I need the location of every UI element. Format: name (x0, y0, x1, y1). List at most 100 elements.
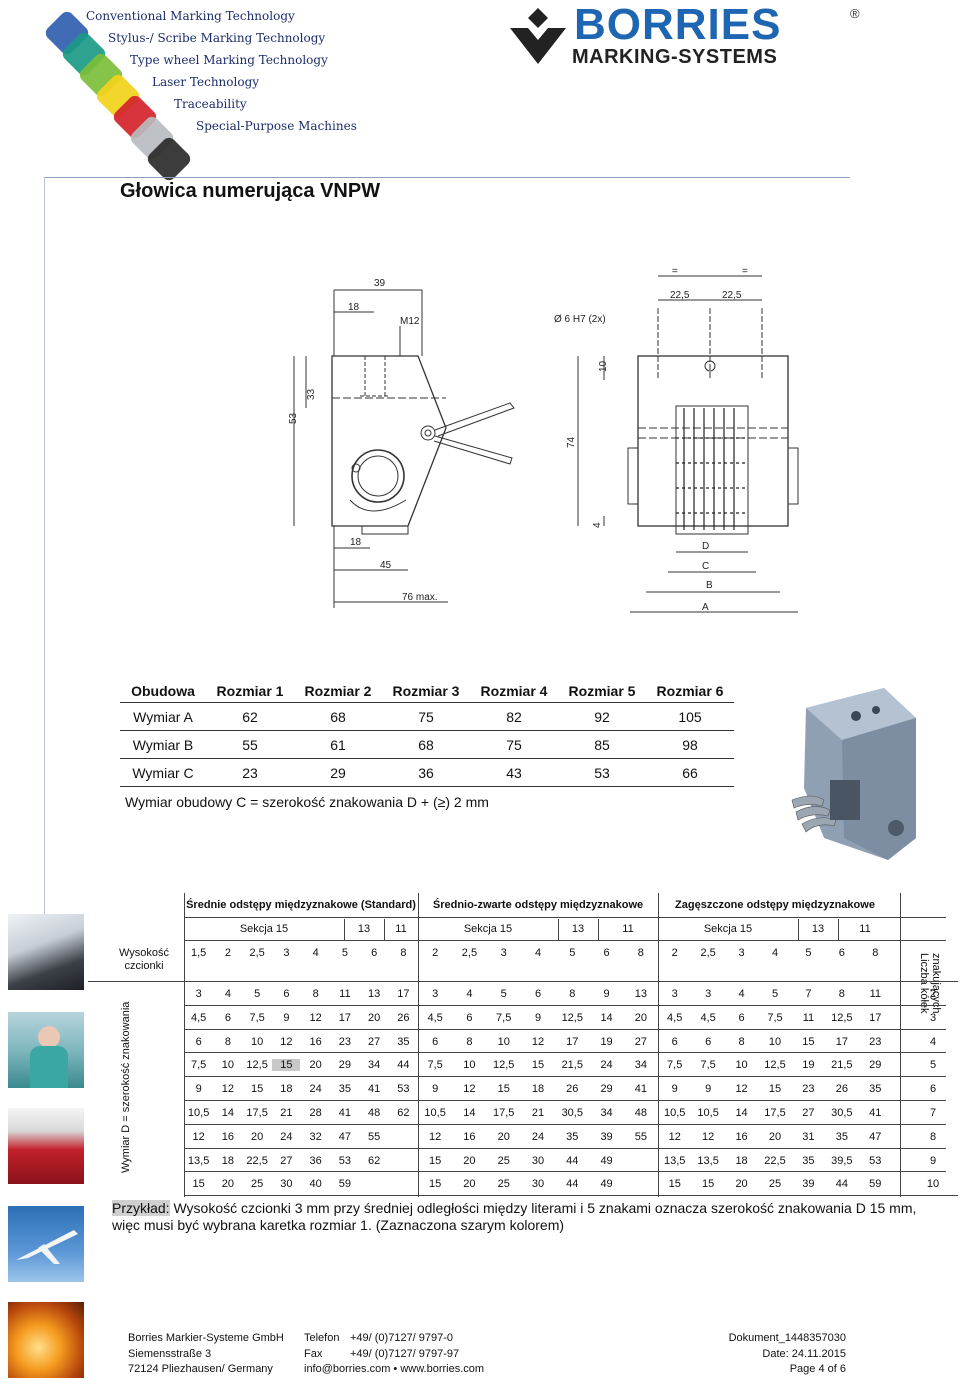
example-text: Wysokość czcionki 3 mm przy średniej odl… (112, 1200, 917, 1233)
table-cell: 41 (869, 1107, 882, 1119)
table-cell: 20 (634, 1011, 647, 1024)
table-cell: 10 (463, 1059, 476, 1072)
table-cell: 20 (368, 1011, 381, 1024)
table-cell: 10,5 (187, 1107, 210, 1119)
table-cell: 6 (195, 1035, 202, 1048)
table-cell: 16 (221, 1130, 234, 1143)
table-divider (184, 1147, 946, 1149)
dim-m12: M12 (400, 316, 420, 327)
product-render (791, 688, 916, 860)
table-cell: 55 (368, 1130, 381, 1143)
table-cell: 10 (221, 1059, 234, 1072)
dim-C: C (702, 561, 709, 572)
font-height-cell: 6 (371, 947, 378, 959)
table-cell: 20 (768, 1130, 782, 1143)
table-cell: 12 (668, 1130, 681, 1143)
table-cell: 27 (634, 1035, 647, 1048)
section-label: 11 (622, 923, 634, 935)
table-cell: 26 (397, 1011, 410, 1024)
font-height-cell: 5 (341, 947, 348, 959)
section-label: 13 (571, 923, 585, 935)
font-height-cell: 8 (400, 947, 407, 959)
table-cell: 15 (497, 1083, 510, 1096)
table-cell: 34 (368, 1059, 381, 1072)
wheel-count-cell: 10 (926, 1178, 940, 1191)
table-cell: 8 (569, 988, 576, 1000)
left-header-label: Wymiar D = szerokość znakowania (120, 1001, 132, 1173)
dimensions-table-header: Rozmiar 4 (470, 680, 558, 703)
table-cell: 53 (338, 1154, 351, 1167)
table-cell: 7 (805, 988, 812, 1000)
font-height-cell: 2 (671, 947, 678, 959)
table-divider (598, 919, 599, 941)
table-cell: 98 (646, 730, 734, 759)
dim-76: 76 max. (402, 592, 438, 603)
table-cell: 30 (280, 1178, 293, 1191)
table-cell: 16 (463, 1130, 476, 1143)
table-cell: 13,5 (187, 1154, 210, 1167)
dimensions-table-header: Rozmiar 5 (558, 680, 646, 703)
technology-item: Conventional Marking Technology (86, 9, 295, 23)
section-label: Sekcja 15 (239, 923, 289, 935)
side-view-labels: 39 18 M12 53 33 18 45 76 max. (288, 278, 438, 603)
table-cell: 3 (432, 988, 439, 1000)
table-cell: 29 (869, 1059, 882, 1072)
font-height-cell: 8 (637, 947, 644, 959)
table-cell: 53 (869, 1154, 882, 1167)
table-cell: 41 (338, 1107, 351, 1119)
table-cell: 27 (280, 1154, 293, 1167)
table-cell: 62 (397, 1107, 410, 1119)
dimensions-table-header: Rozmiar 3 (382, 680, 470, 703)
dim-4: 4 (592, 522, 603, 528)
table-cell: 21,5 (831, 1059, 853, 1072)
footer-fax: +49/ (0)7127/ 9797-97 (350, 1347, 460, 1360)
row-label: Wymiar B (120, 730, 206, 759)
table-cell: 12,5 (492, 1059, 515, 1072)
table-cell: 14 (221, 1107, 234, 1119)
table-cell: 53 (397, 1083, 410, 1096)
dim-hole: Ø 6 H7 (2x) (554, 314, 606, 325)
footer-city: 72124 Pliezhausen/ Germany (128, 1363, 273, 1375)
table-cell: 30,5 (561, 1107, 583, 1119)
dim-39: 39 (374, 278, 386, 289)
table-cell: 12 (463, 1083, 476, 1096)
table-cell: 24 (280, 1130, 293, 1143)
table-cell: 17,5 (246, 1107, 268, 1119)
font-height-cell: 2 (224, 947, 231, 959)
table-cell: 8 (312, 988, 319, 1000)
table-cell: 20 (463, 1178, 476, 1191)
fire-photo (8, 1302, 84, 1378)
table-cell: 20 (463, 1154, 476, 1167)
table-cell: 55 (634, 1130, 647, 1143)
group-header: Zagęszczone odstępy międzyznakowe (675, 899, 875, 911)
wheel-count-cell: 3 (929, 1011, 937, 1024)
footer-phone: +49/ (0)7127/ 9797-0 (350, 1332, 454, 1344)
dim-A: A (702, 602, 709, 613)
table-cell: 49 (600, 1154, 613, 1167)
table-cell: 24 (600, 1059, 613, 1072)
table-cell: 12 (702, 1130, 715, 1143)
table-cell: 13 (368, 988, 381, 1000)
table-cell: 12,5 (246, 1059, 268, 1072)
table-cell: 66 (646, 758, 734, 787)
table-cell: 17,5 (764, 1107, 786, 1119)
font-height-cell: 2,5 (700, 947, 716, 959)
table-cell: 11 (339, 988, 351, 1000)
footer-web[interactable]: info@borries.com • www.borries.com (304, 1363, 485, 1375)
table-divider (838, 919, 839, 941)
table-cell: 18 (280, 1083, 293, 1096)
table-cell: 15 (702, 1178, 715, 1191)
table-divider (184, 1100, 946, 1101)
table-cell: 3 (705, 988, 712, 1000)
dim-18-bottom: 18 (350, 537, 362, 548)
car-photo (8, 914, 84, 990)
table-divider (184, 893, 185, 1197)
table-cell: 4,5 (190, 1011, 207, 1024)
table-cell: 39 (600, 1130, 613, 1143)
table-cell: 9 (603, 988, 610, 1000)
table-cell: 44 (397, 1059, 410, 1072)
table-cell: 4 (738, 988, 745, 1000)
table-cell: 16 (735, 1130, 748, 1143)
table-cell: 25 (497, 1178, 510, 1191)
